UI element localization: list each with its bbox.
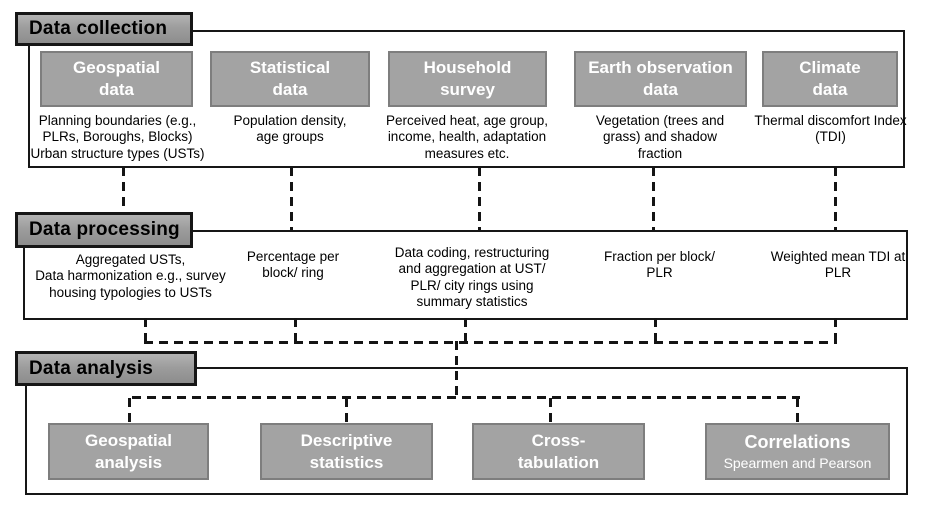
connector-analysis-in-4 [796, 398, 799, 424]
collection-desc-geospatial: Planning boundaries (e.g., PLRs, Borough… [30, 113, 205, 161]
collection-desc-household: Perceived heat, age group, income, healt… [385, 113, 549, 161]
processing-desc-earth-observation: Fraction per block/ PLR [603, 249, 716, 281]
connector-collection-processing-4 [652, 167, 655, 230]
collection-desc-climate: Thermal discomfort Index (TDI) [754, 113, 907, 145]
data-processing-header: Data processing [15, 212, 193, 248]
analysis-box-geospatial-analysis: Geospatial analysis [48, 423, 209, 480]
connector-collection-processing-5 [834, 167, 837, 230]
data-collection-header: Data collection [15, 12, 193, 46]
connector-analysis-in-3 [549, 398, 552, 424]
connector-merge-line [144, 341, 837, 344]
data-analysis-header: Data analysis [15, 351, 197, 386]
correlations-subtitle: Spearmen and Pearson [723, 454, 872, 471]
connector-analysis-in-2 [345, 398, 348, 424]
processing-desc-geospatial: Aggregated USTs, Data harmonization e.g.… [35, 252, 226, 300]
connector-center-drop [455, 341, 458, 399]
connector-processing-out-2 [294, 318, 297, 344]
connector-analysis-in-1 [128, 398, 131, 424]
connector-processing-out-3 [464, 318, 467, 344]
collection-desc-statistical: Population density, age groups [233, 113, 347, 145]
connector-collection-processing-2 [290, 167, 293, 230]
collection-box-earth-observation-data: Earth observation data [574, 51, 747, 107]
processing-desc-climate: Weighted mean TDI at PLR [770, 249, 906, 281]
collection-box-climate-data: Climate data [762, 51, 898, 107]
connector-collection-processing-3 [478, 167, 481, 230]
analysis-box-cross-tabulation: Cross- tabulation [472, 423, 645, 480]
connector-processing-out-5 [834, 318, 837, 344]
processing-desc-statistical: Percentage per block/ ring [246, 249, 340, 281]
collection-desc-earth-observation: Vegetation (trees and grass) and shadow … [595, 113, 725, 161]
connector-distribute-line [132, 396, 800, 399]
processing-desc-survey: Data coding, restructuring and aggregati… [394, 245, 550, 310]
connector-processing-out-1 [144, 318, 147, 344]
connector-processing-out-4 [654, 318, 657, 344]
collection-box-household-survey: Household survey [388, 51, 547, 107]
correlations-title: Correlations [744, 432, 851, 453]
analysis-box-descriptive-statistics: Descriptive statistics [260, 423, 433, 480]
collection-box-geospatial-data: Geospatial data [40, 51, 193, 107]
collection-box-statistical-data: Statistical data [210, 51, 370, 107]
connector-collection-processing-1 [122, 167, 125, 230]
analysis-box-correlations: Correlations Spearmen and Pearson [705, 423, 890, 480]
